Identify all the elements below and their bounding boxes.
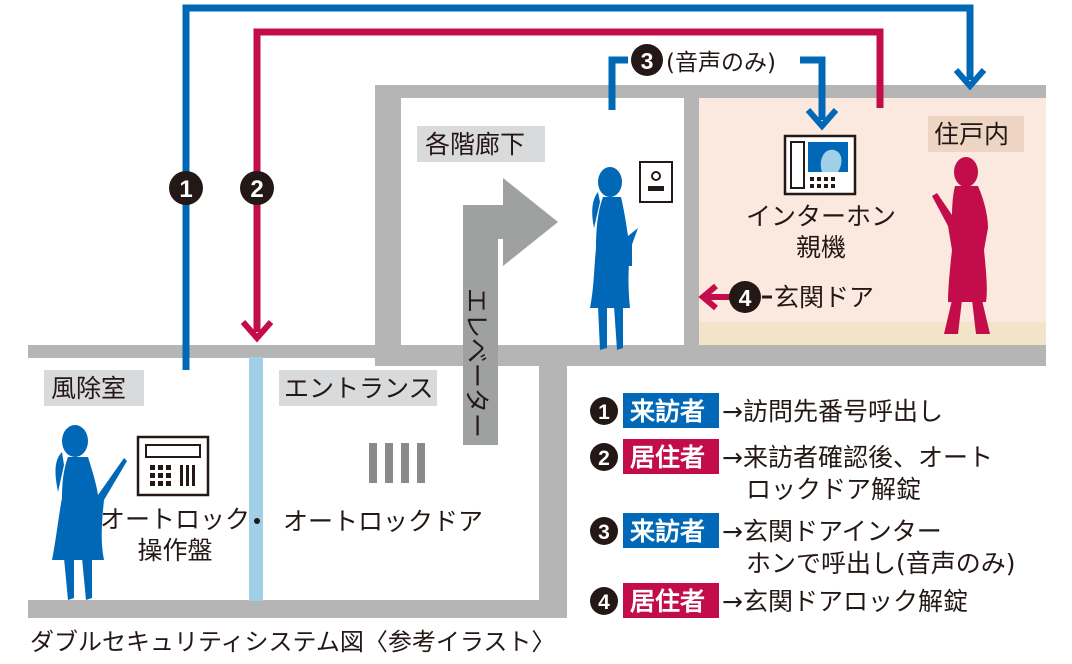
- marker-1-num: 1: [179, 176, 192, 203]
- legend-item-3: 3 来訪者 →玄関ドアインター ホンで呼出し(音声のみ): [590, 513, 1016, 578]
- legend-item-4: 4 居住者 →玄関ドアロック解錠: [590, 583, 968, 618]
- autolock-panel-icon: [136, 435, 210, 497]
- voice-only-label: (音声のみ): [666, 50, 776, 76]
- signal-line-3-arrowhead: [805, 108, 839, 131]
- marker-4: [729, 281, 761, 313]
- elevator-label: エレベーター: [462, 288, 491, 438]
- marker-1: [169, 171, 203, 205]
- door-dot: [254, 518, 260, 524]
- hallway-label: 各階廊下: [425, 130, 525, 159]
- visitor-figure-vestibule: [52, 425, 127, 600]
- intercom-label-line1: インターホン: [746, 202, 896, 231]
- intercom-master-icon: [783, 134, 857, 196]
- doorbell-icon: [639, 161, 673, 203]
- legend-desc-3: →玄関ドアインター: [722, 517, 942, 546]
- signal-line-3-left: [608, 56, 628, 110]
- marker-3: [631, 44, 663, 76]
- signal-line-3-right: [800, 56, 826, 120]
- legend-item-2: 2 居住者 →来訪者確認後、オート ロックドア解錠: [590, 439, 993, 504]
- signal-arrow-4-head: [698, 283, 718, 311]
- diagram-title: ダブルセキュリティシステム図〈参考イラスト〉: [30, 628, 555, 656]
- svg-text:2: 2: [598, 447, 610, 470]
- signal-line-1-arrowhead: [953, 68, 987, 91]
- legend-desc-3b: ホンで呼出し(音声のみ): [746, 549, 1016, 578]
- hallway-label-bg: [417, 126, 545, 162]
- marker-4-num: 4: [739, 285, 752, 311]
- legend-role-3: 来訪者: [630, 517, 705, 546]
- autolock-door-icon: [369, 443, 425, 483]
- legend-desc-4: →玄関ドアロック解錠: [722, 587, 968, 616]
- marker-2: [240, 171, 274, 205]
- signal-line-2-arrowhead: [240, 320, 274, 343]
- residence-label-bg: [928, 116, 1024, 152]
- vestibule-label: 風除室: [51, 374, 126, 403]
- elevator-arrow: [463, 178, 558, 445]
- legend-role-1: 来訪者: [630, 397, 705, 426]
- intercom-label-line2: 親機: [796, 233, 846, 262]
- autolock-panel-label-line1: オートロック: [100, 505, 250, 534]
- residence-label: 住戸内: [934, 120, 1009, 149]
- legend-role-4: 居住者: [630, 587, 705, 616]
- legend: 1 来訪者 →訪問先番号呼出し 2 居住者 →来訪者確認後、オート ロックドア解…: [590, 393, 1016, 618]
- svg-text:4: 4: [598, 591, 610, 614]
- visitor-figure-hallway: [590, 167, 638, 350]
- legend-desc-2: →来訪者確認後、オート: [722, 443, 993, 472]
- front-door-label: 玄関ドア: [774, 283, 874, 312]
- entrance-label-bg: [279, 370, 437, 406]
- residence-floor: [698, 322, 1046, 347]
- marker-3-num: 3: [641, 48, 654, 74]
- svg-text:3: 3: [598, 521, 610, 544]
- marker-2-num: 2: [250, 176, 263, 203]
- svg-text:1: 1: [598, 401, 610, 424]
- legend-role-2: 居住者: [630, 443, 705, 472]
- legend-item-1: 1 来訪者 →訪問先番号呼出し: [590, 393, 943, 428]
- autolock-panel-label-line2: 操作盤: [137, 536, 212, 565]
- entrance-label: エントランス: [284, 374, 434, 403]
- resident-figure: [932, 157, 990, 334]
- autolock-door-label: オートロックドア: [283, 507, 483, 536]
- legend-desc-2b: ロックドア解錠: [746, 475, 921, 504]
- glass-partition: [249, 357, 263, 601]
- vestibule-label-bg: [44, 370, 144, 406]
- legend-desc-1: →訪問先番号呼出し: [722, 397, 943, 426]
